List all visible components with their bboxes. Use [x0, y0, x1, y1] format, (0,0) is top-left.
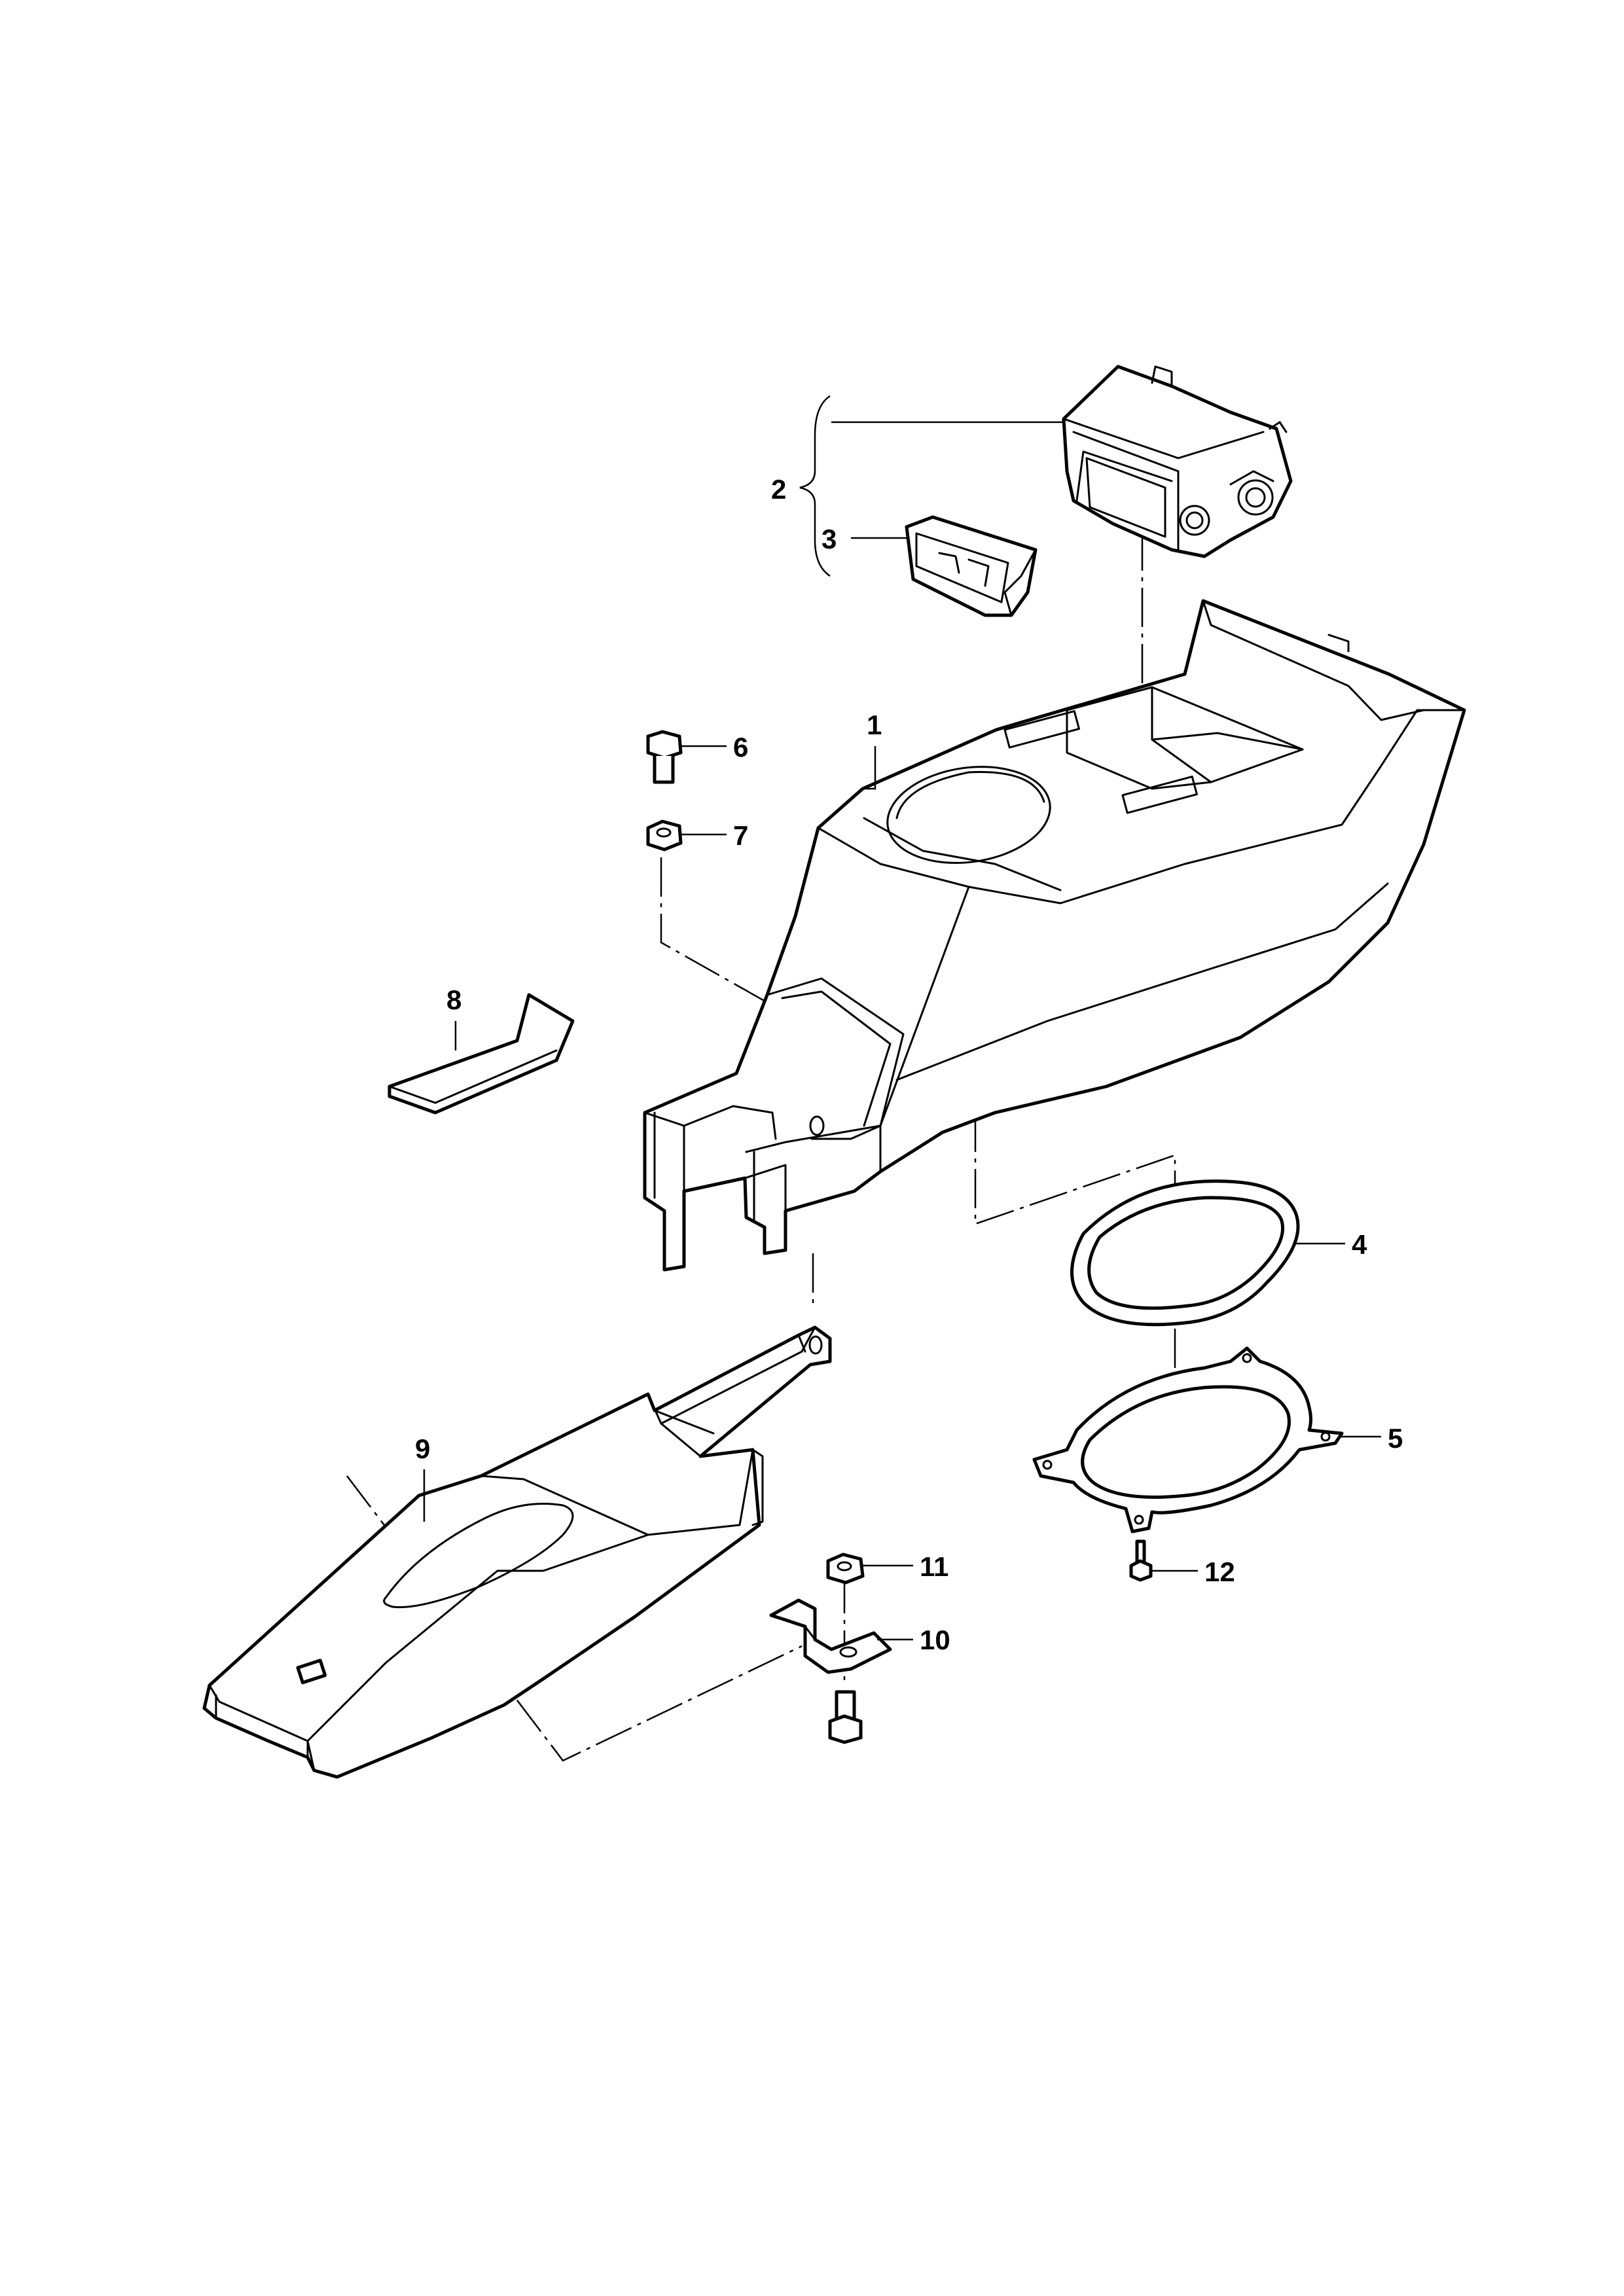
part-3-ashtray: [905, 515, 1038, 617]
part-8-pad: [388, 993, 575, 1115]
cover-body: [202, 1325, 832, 1779]
callout-6: 6: [733, 732, 748, 762]
part-5-mounting-plate: [1032, 1346, 1344, 1534]
leader-lines: [423, 395, 1381, 1641]
insert-clip-left: [1151, 365, 1173, 387]
part-2-ashtray-insert: [1062, 365, 1293, 558]
callout-1: 1: [867, 709, 882, 740]
part-1-centre-console: [643, 599, 1466, 1272]
bolt-head: [646, 730, 683, 760]
insert-top-face: [1062, 418, 1265, 459]
callout-4: 4: [1352, 1229, 1367, 1260]
bracket-hole: [839, 1646, 857, 1658]
callout-2: 2: [771, 474, 786, 505]
bracket-bolt: [828, 1690, 863, 1744]
plate-hole-left: [1042, 1460, 1053, 1470]
part-6-bolt: [646, 730, 683, 784]
part-7-nut: [646, 819, 683, 852]
insert-tray-inner: [1085, 457, 1166, 538]
console-upper-rim: [863, 817, 1062, 891]
cigar-lighter-knob: [1179, 505, 1210, 536]
part-10-bracket: [769, 1598, 892, 1674]
console-top-edge: [817, 709, 1466, 905]
mounting-hole: [809, 1115, 825, 1136]
callout-7: 7: [733, 820, 748, 851]
front-channel-inner: [781, 990, 892, 1127]
rear-step-tab: [1327, 634, 1350, 653]
front-leg-right: [744, 1124, 882, 1212]
part-11-nut: [826, 1552, 865, 1585]
cup-holder-inner: [895, 771, 1045, 819]
part-4-gasket: [1070, 1179, 1300, 1327]
ashtray-lip: [1003, 548, 1037, 617]
pad-fold: [388, 1049, 558, 1104]
lighter-socket: [1237, 479, 1274, 516]
nut-7-hole: [656, 827, 672, 838]
console-body: [643, 599, 1466, 1272]
ashtray-body: [905, 515, 1038, 617]
callout-8: 8: [446, 984, 461, 1015]
cover-groove: [383, 1503, 574, 1609]
insert-body: [1062, 365, 1293, 558]
cover-side-panel: [751, 1448, 764, 1526]
bracket-bolt-head: [828, 1714, 863, 1744]
cover-tab: [296, 1659, 327, 1685]
leader-1: [863, 746, 876, 790]
brace-2: [799, 395, 831, 577]
cup-holder-opening: [886, 766, 1051, 864]
nut-11-body: [826, 1552, 865, 1585]
cover-bracket-hole: [808, 1335, 823, 1355]
rear-step: [1202, 600, 1425, 721]
cigar-lighter-knob-inner: [1185, 511, 1204, 529]
callout-10: 10: [920, 1624, 950, 1655]
plate-hole-top: [1242, 1353, 1252, 1363]
front-leg-left: [643, 1105, 777, 1193]
bracket-body: [769, 1598, 892, 1674]
cover-side-crease: [306, 1534, 649, 1772]
ashtray-slots: [938, 552, 990, 587]
callout-labels: 1 2 3 4 5 6 7 8 9 10 11 12: [415, 474, 1403, 1655]
part-9-lower-cover: [202, 1325, 832, 1779]
switch-slot-left: [1003, 710, 1080, 749]
callout-12: 12: [1204, 1556, 1235, 1587]
callout-11: 11: [920, 1551, 948, 1582]
lighter-socket-inner: [1245, 487, 1266, 508]
callout-3: 3: [821, 524, 837, 554]
insert-clip-right: [1269, 421, 1288, 433]
nut-11-hole: [837, 1561, 852, 1571]
plate-inner: [1081, 1385, 1291, 1499]
callout-5: 5: [1388, 1423, 1403, 1454]
ashtray-recess-inner: [1151, 686, 1304, 783]
bolt-shank: [653, 754, 675, 784]
pad-body: [388, 993, 575, 1115]
cover-front-lip: [215, 1694, 309, 1759]
switch-slot-right: [1121, 776, 1198, 814]
part-12-screw: [1129, 1539, 1153, 1582]
gasket-inner: [1087, 1196, 1285, 1310]
console-lower-crease: [895, 882, 1389, 1081]
screw-head: [1129, 1559, 1153, 1582]
cover-bracket: [660, 1326, 816, 1425]
callout-9: 9: [415, 1433, 430, 1464]
bracket-fold: [804, 1625, 816, 1641]
plate-hole-bottom: [1134, 1515, 1144, 1525]
plate-hole-right: [1320, 1431, 1331, 1442]
lighter-socket-ring: [1229, 470, 1274, 486]
insert-front-frame: [1072, 431, 1180, 551]
ashtray-inner: [915, 532, 1009, 603]
cover-front-fold: [208, 1684, 309, 1742]
